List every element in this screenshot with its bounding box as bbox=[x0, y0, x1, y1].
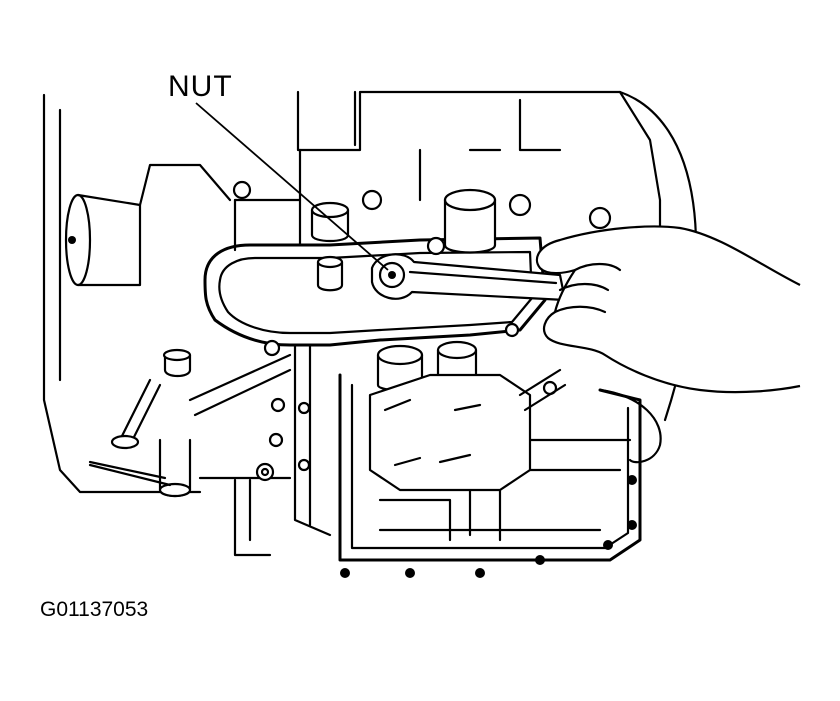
nut-leader-line bbox=[195, 102, 389, 271]
upper-valve-cylinders bbox=[310, 188, 497, 292]
figure-id-label: G01137053 bbox=[40, 598, 149, 621]
valve-body-gasket bbox=[203, 198, 547, 537]
linkage-lever bbox=[88, 348, 292, 557]
left-cylinder-boss bbox=[64, 163, 232, 287]
nut-callout-label: NUT bbox=[168, 70, 233, 103]
gasket-bolt-holes bbox=[232, 180, 612, 472]
solenoid-connector bbox=[368, 368, 567, 492]
transmission-case bbox=[42, 90, 698, 494]
technician-hand bbox=[535, 225, 801, 394]
housing-bolts bbox=[340, 475, 637, 578]
